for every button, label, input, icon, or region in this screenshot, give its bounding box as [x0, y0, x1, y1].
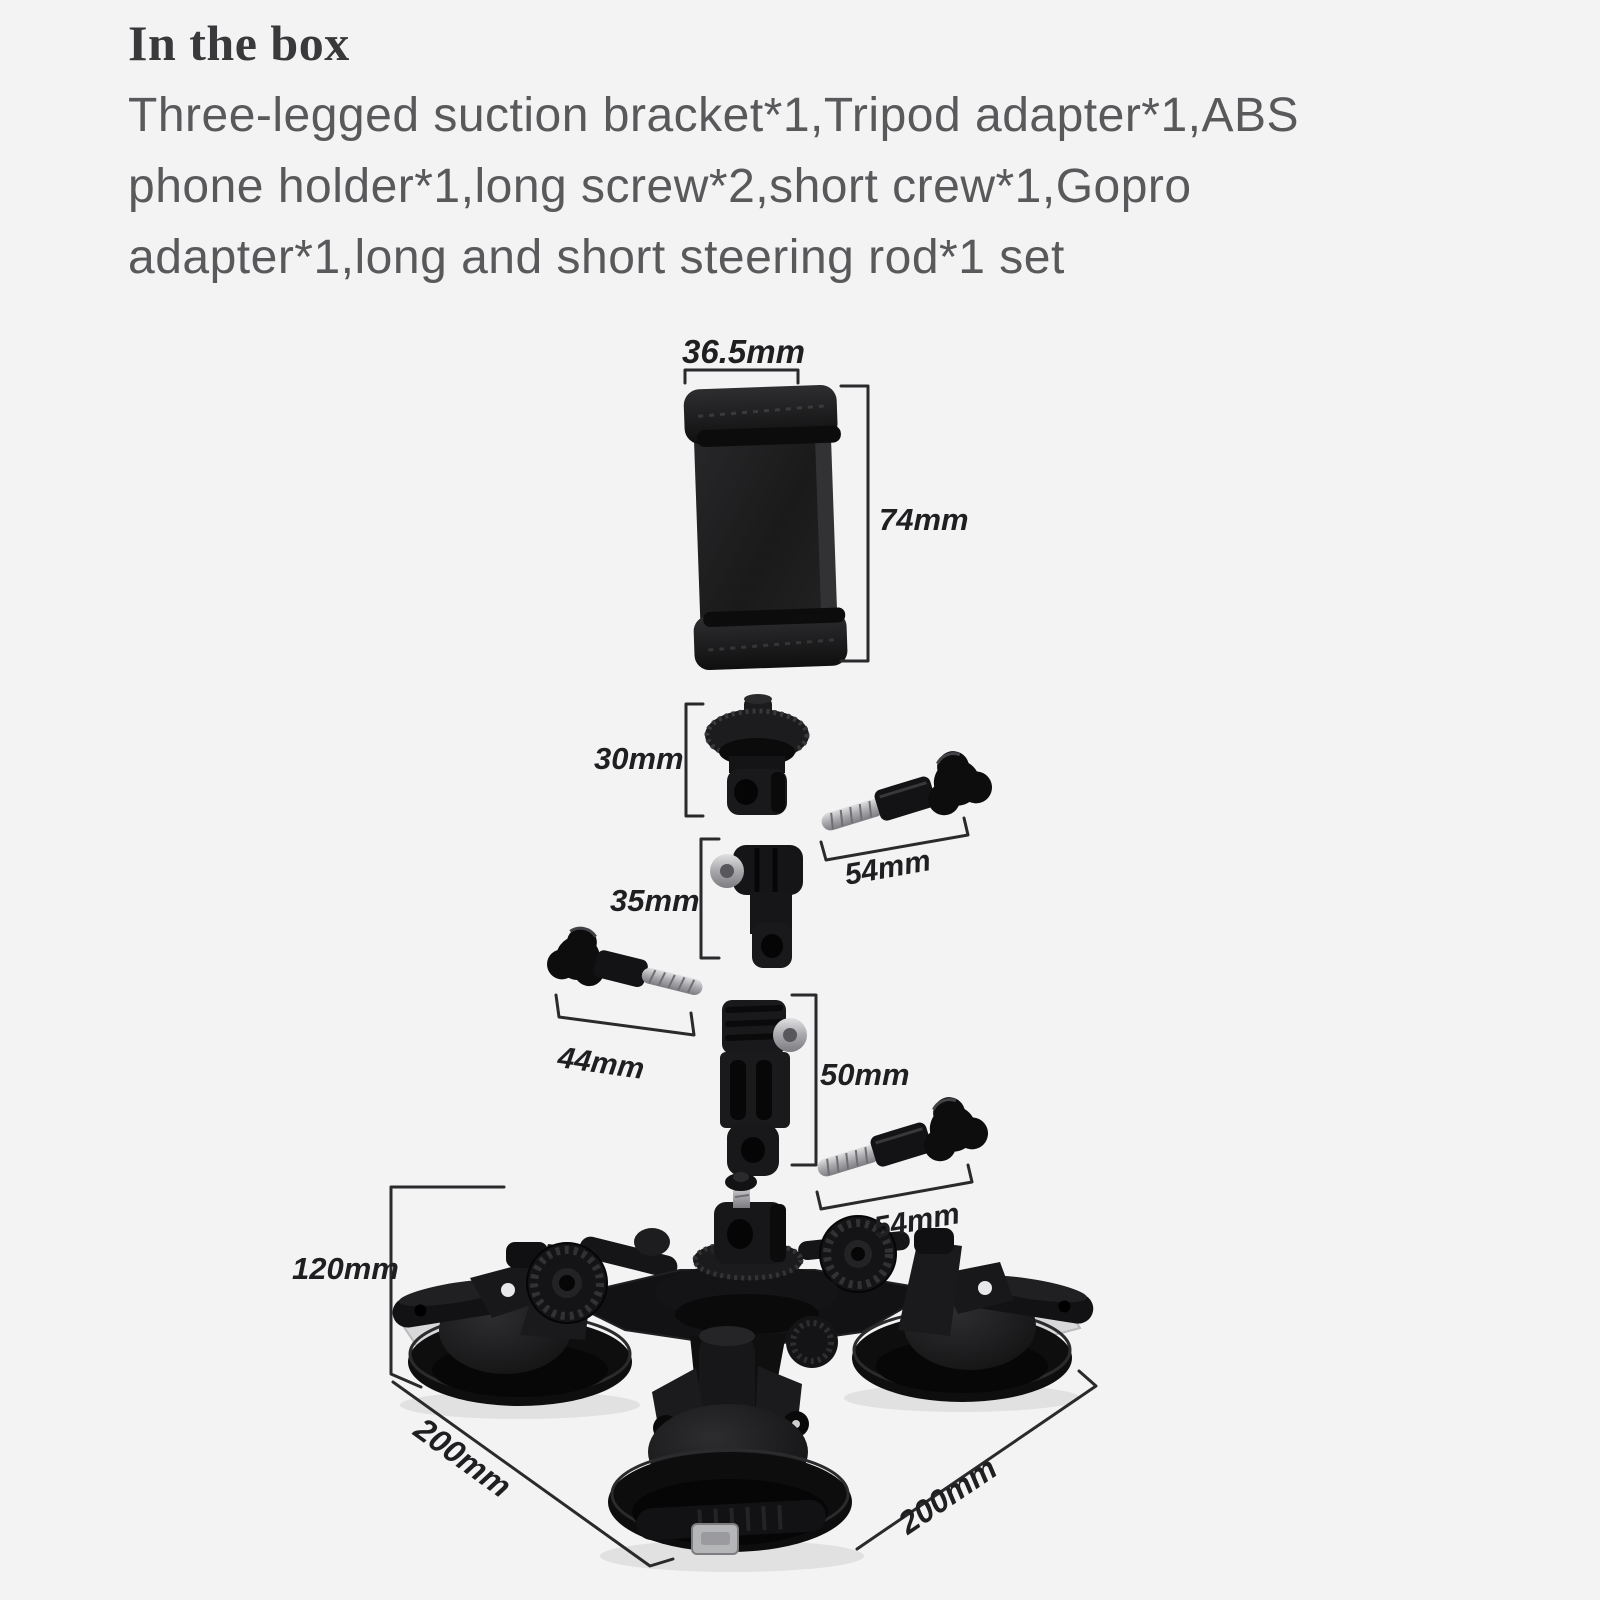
dim-label-gopro-adapter: 35mm — [610, 883, 700, 918]
dim-label-bracket-height: 120mm — [292, 1251, 399, 1286]
dim-line-long-screw-top — [819, 816, 970, 862]
dim-line-bracket-left-side — [391, 1380, 675, 1568]
dim-line-gopro-adapter — [699, 837, 721, 960]
tripod-adapter-part — [704, 694, 810, 815]
page-title: In the box — [128, 15, 350, 71]
short-screw-part — [546, 926, 703, 996]
dim-line-phone-height — [839, 384, 870, 663]
dim-line-short-screw — [554, 993, 696, 1037]
dim-label-tripod-adapter: 30mm — [594, 741, 684, 776]
dim-line-long-screw-bottom — [815, 1163, 974, 1211]
dim-line-bracket-right-side — [855, 1369, 1098, 1551]
long-screw-bottom-part — [817, 1097, 989, 1177]
dim-line-phone-width — [683, 368, 800, 385]
gopro-adapter-part — [710, 845, 803, 968]
phone-holder-part — [683, 384, 848, 671]
steering-rod-part — [720, 1000, 807, 1176]
long-screw-top-part — [821, 751, 993, 831]
dim-label-steering-rod: 50mm — [820, 1057, 910, 1092]
dim-label-phone-height: 74mm — [879, 502, 969, 537]
dim-line-tripod-adapter — [684, 702, 705, 818]
suction-bracket-part — [392, 1172, 1094, 1572]
dim-label-phone-width: 36.5mm — [682, 333, 805, 370]
dim-line-bracket-height — [389, 1185, 506, 1389]
dim-line-steering-rod — [790, 993, 818, 1167]
box-contents-text: Three-legged suction bracket*1,Tripod ad… — [128, 89, 1300, 284]
